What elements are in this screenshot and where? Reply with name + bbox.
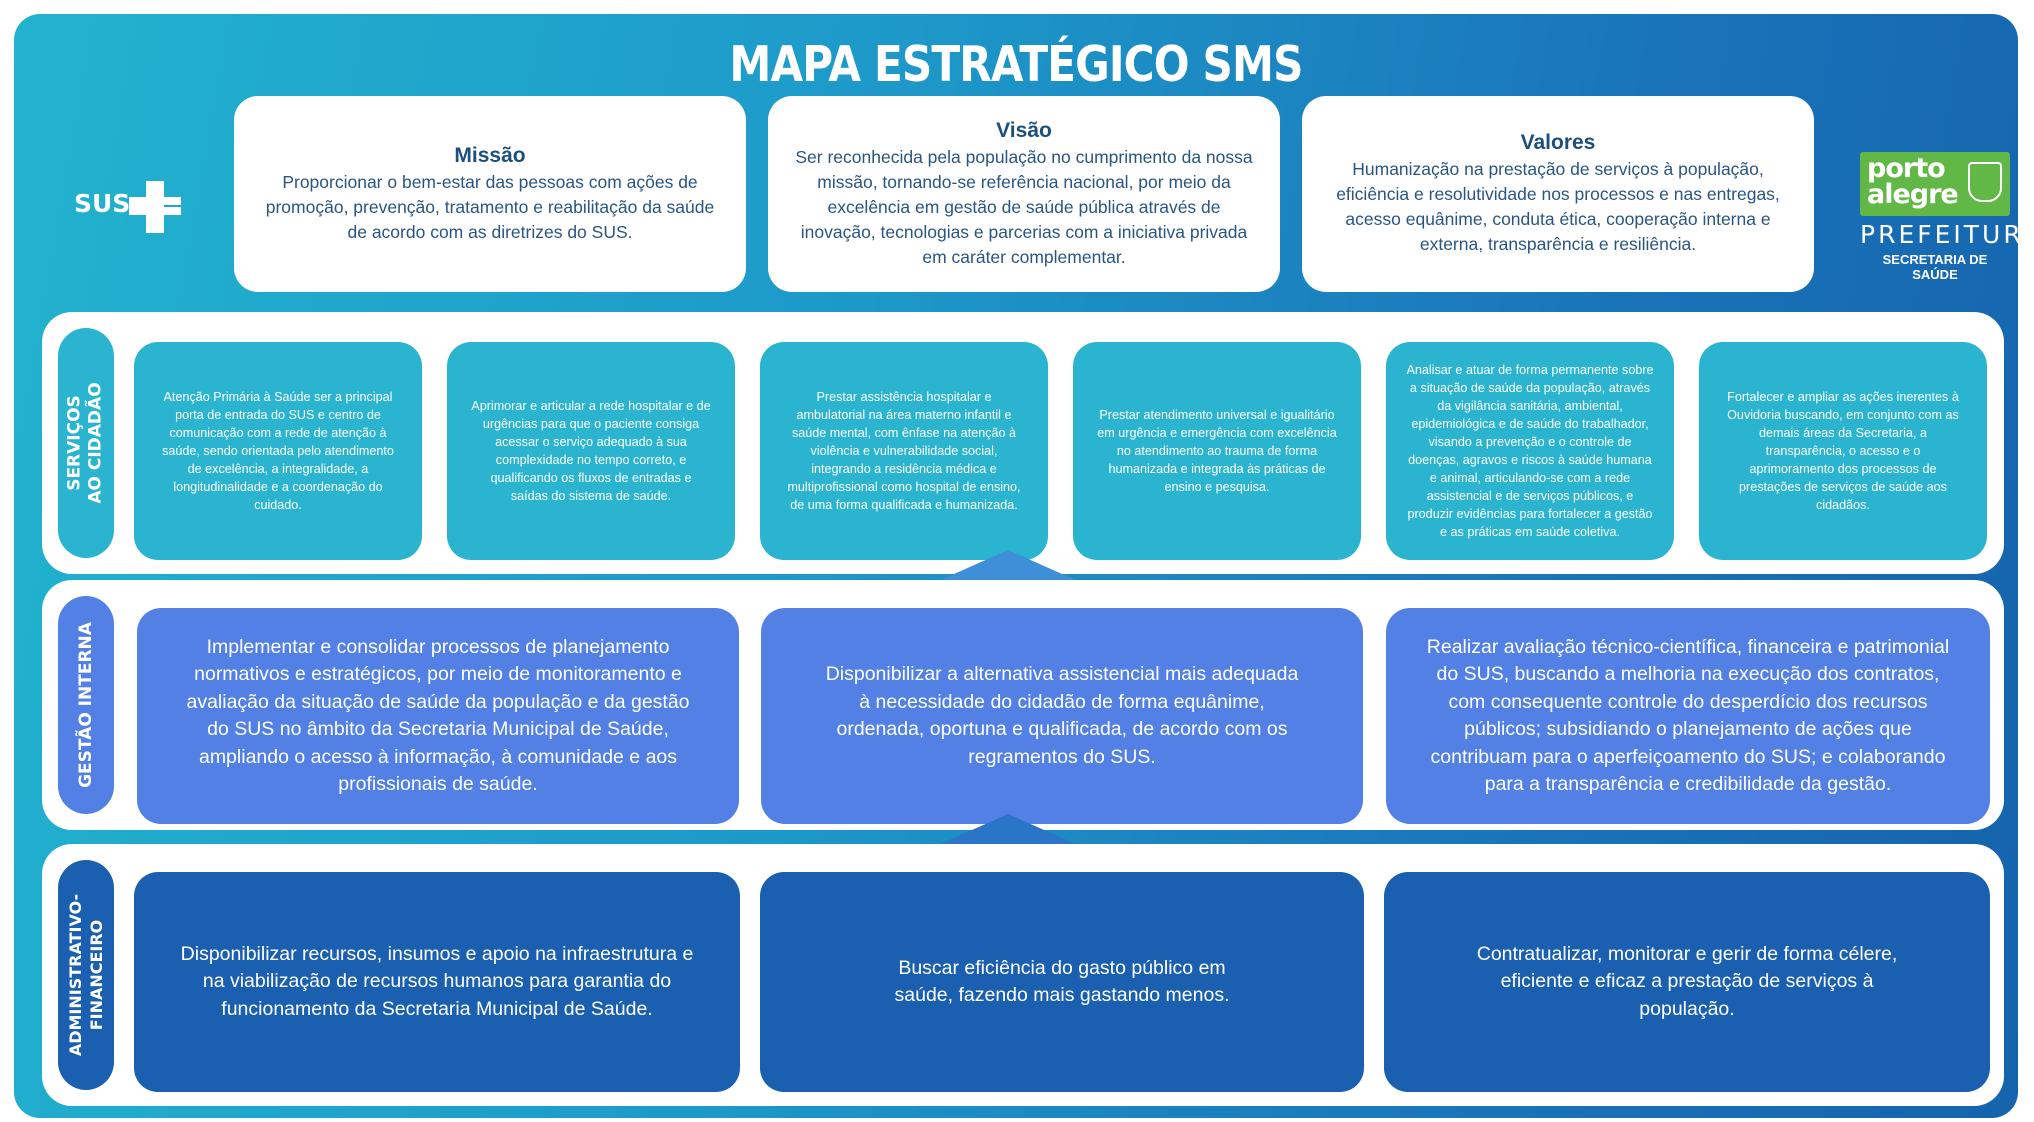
sus-logo-text: SUS [74,189,130,218]
prefeitura-name: PREFEITURA [1860,220,2018,249]
prefeitura-logo-line2: alegre [1867,179,1959,210]
administrativo-label: ADMINISTRATIVO- FINANCEIRO [58,860,114,1090]
prefeitura-logo-badge: porto alegre [1860,152,2010,216]
servicos-card-2: Aprimorar e articular a rede hospitalar … [447,342,735,560]
gestao-label: GESTÃO INTERNA [58,596,114,814]
visao-card: Visão Ser reconhecida pela população no … [768,96,1280,292]
administrativo-card-2: Buscar eficiência do gasto público em sa… [760,872,1364,1092]
servicos-label: SERVIÇOS AO CIDADÃO [58,328,114,558]
servicos-card-1: Atenção Primária à Saúde ser a principal… [134,342,422,560]
missao-text: Proporcionar o bem-estar das pessoas com… [265,171,715,242]
gestao-card-1: Implementar e consolidar processos de pl… [137,608,739,824]
missao-card: Missão Proporcionar o bem-estar das pess… [234,96,746,292]
gestao-card-3: Realizar avaliação técnico-científica, f… [1386,608,1990,824]
missao-heading: Missão [454,143,526,167]
servicos-card-4: Prestar atendimento universal e igualitá… [1073,342,1361,560]
valores-text: Humanização na prestação de serviços à p… [1336,159,1780,254]
secretaria-name: SECRETARIA DE SAÚDE [1882,252,1988,282]
servicos-card-5: Analisar e atuar de forma permanente sob… [1386,342,1674,560]
visao-heading: Visão [996,118,1052,142]
prefeitura-logo-line1: porto [1867,153,1946,184]
arrow-up-icon [936,550,1080,582]
administrativo-card-3: Contratualizar, monitorar e gerir de for… [1384,872,1990,1092]
crest-icon [1968,162,2002,202]
sus-cross-icon [129,181,181,233]
strategic-map-board: MAPA ESTRATÉGICO SMS SUS porto alegre PR… [14,14,2018,1118]
administrativo-label-line1: ADMINISTRATIVO- [66,893,86,1057]
arrow-up-icon [936,814,1080,846]
administrativo-card-1: Disponibilizar recursos, insumos e apoio… [134,872,740,1092]
sus-logo: SUS [74,181,181,233]
servicos-card-6: Fortalecer e ampliar as ações inerentes … [1699,342,1987,560]
gestao-label-text: GESTÃO INTERNA [76,622,97,788]
servicos-label-line2: AO CIDADÃO [86,382,107,504]
administrativo-label-line2: FINANCEIRO [87,919,107,1031]
valores-card: Valores Humanização na prestação de serv… [1302,96,1814,292]
prefeitura-logo: porto alegre PREFEITURA SECRETARIA DE SA… [1844,138,2018,282]
servicos-label-line1: SERVIÇOS [65,395,86,491]
page-title: MAPA ESTRATÉGICO SMS [729,36,1303,93]
visao-text: Ser reconhecida pela população no cumpri… [795,146,1253,267]
gestao-card-2: Disponibilizar a alternativa assistencia… [761,608,1363,824]
valores-heading: Valores [1520,131,1596,154]
servicos-card-3: Prestar assistência hospitalar e ambulat… [760,342,1048,560]
